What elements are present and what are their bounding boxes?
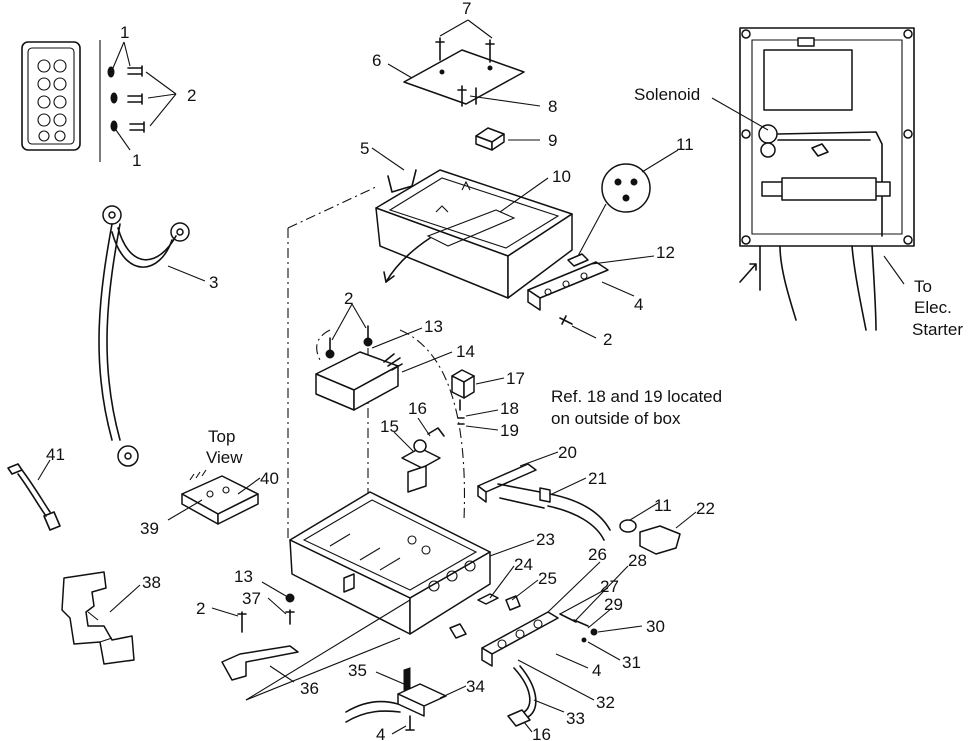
callout-9: 9 — [548, 131, 557, 150]
callout-1a: 1 — [120, 23, 129, 42]
callout-32: 32 — [596, 693, 615, 712]
callout-2c: 2 — [344, 289, 353, 308]
lid-wire — [371, 147, 417, 193]
callout-23: 23 — [536, 530, 555, 549]
callout-25: 25 — [538, 569, 557, 588]
terminal-strip-detail — [21, 40, 177, 162]
callout-29: 29 — [604, 595, 623, 614]
callout-21: 21 — [588, 469, 607, 488]
callout-2d: 2 — [196, 599, 205, 618]
callout-26: 26 — [588, 545, 607, 564]
bottom-module — [345, 667, 467, 735]
callout-7: 7 — [462, 0, 471, 18]
lead-wire-33 — [507, 665, 565, 733]
callout-18: 18 — [500, 399, 519, 418]
jumper-wire — [7, 459, 61, 531]
callout-19: 19 — [500, 421, 519, 440]
callout-38: 38 — [142, 573, 161, 592]
callout-11b: 11 — [654, 496, 672, 515]
callout-41: 41 — [46, 445, 65, 464]
callout-33: 33 — [566, 709, 585, 728]
ref-note-line2: on outside of box — [551, 409, 681, 428]
callout-12: 12 — [656, 243, 675, 262]
callout-11a: 11 — [676, 135, 694, 154]
control-module-14 — [315, 351, 453, 411]
callout-16a: 16 — [408, 399, 427, 418]
callout-14: 14 — [456, 342, 475, 361]
callout-3: 3 — [209, 273, 218, 292]
callout-5: 5 — [360, 139, 369, 158]
callout-numbers: 1 2 1 3 4 5 6 7 8 9 10 11 12 2 2 13 14 1… — [46, 0, 715, 741]
callout-24: 24 — [514, 555, 533, 574]
callout-4a: 4 — [634, 295, 643, 314]
lower-electrical-box — [289, 491, 535, 635]
top-view-line1: Top — [208, 427, 235, 446]
switch-15-16 — [393, 417, 445, 493]
top-view-line2: View — [206, 448, 243, 467]
callout-13b: 13 — [234, 567, 253, 586]
callout-34: 34 — [466, 677, 485, 696]
fuse-holder-17 — [451, 369, 505, 431]
callout-22: 22 — [696, 499, 715, 518]
callout-30: 30 — [646, 617, 665, 636]
solenoid-panel — [711, 27, 915, 331]
battery-cable — [98, 205, 206, 467]
callout-16b: 16 — [532, 725, 551, 741]
cover-plate — [387, 19, 541, 107]
callout-39: 39 — [140, 519, 159, 538]
mounting-bracket — [61, 571, 141, 665]
callout-13a: 13 — [424, 317, 443, 336]
control-module-top-view — [167, 469, 261, 525]
callout-15: 15 — [380, 417, 399, 436]
to-elec-starter-line1: To — [914, 277, 932, 296]
callout-2b: 2 — [603, 330, 612, 349]
screws-13-group — [325, 303, 423, 359]
callout-40: 40 — [260, 469, 279, 488]
relay — [475, 127, 540, 151]
callout-8: 8 — [548, 97, 557, 116]
callout-36: 36 — [300, 679, 319, 698]
callout-37: 37 — [242, 589, 261, 608]
to-elec-starter-line2: Elec. — [914, 298, 952, 317]
connector-right — [619, 502, 697, 555]
grommets-24-25 — [449, 565, 539, 639]
callout-2a: 2 — [187, 86, 196, 105]
to-elec-starter-line3: Starter — [912, 320, 963, 339]
callout-4b: 4 — [592, 661, 601, 680]
text-labels: Solenoid To Elec. Starter Ref. 18 and 19… — [206, 85, 963, 467]
ref-note-line1: Ref. 18 and 19 located — [551, 387, 722, 406]
upper-electrical-box — [375, 169, 573, 299]
callout-31: 31 — [622, 653, 641, 672]
callout-1b: 1 — [132, 151, 141, 170]
callout-17: 17 — [506, 369, 525, 388]
solenoid-label: Solenoid — [634, 85, 700, 104]
callout-4c: 4 — [376, 725, 385, 741]
callout-28: 28 — [628, 551, 647, 570]
callout-10: 10 — [552, 167, 571, 186]
callout-6: 6 — [372, 51, 381, 70]
mounting-foot — [211, 581, 411, 701]
side-terminal-plate — [481, 561, 643, 701]
callout-20: 20 — [558, 443, 577, 462]
connector-top — [577, 149, 679, 257]
callout-35: 35 — [348, 661, 367, 680]
harness-plug — [477, 451, 611, 541]
terminal-plate — [527, 253, 655, 339]
callout-27: 27 — [600, 577, 619, 596]
